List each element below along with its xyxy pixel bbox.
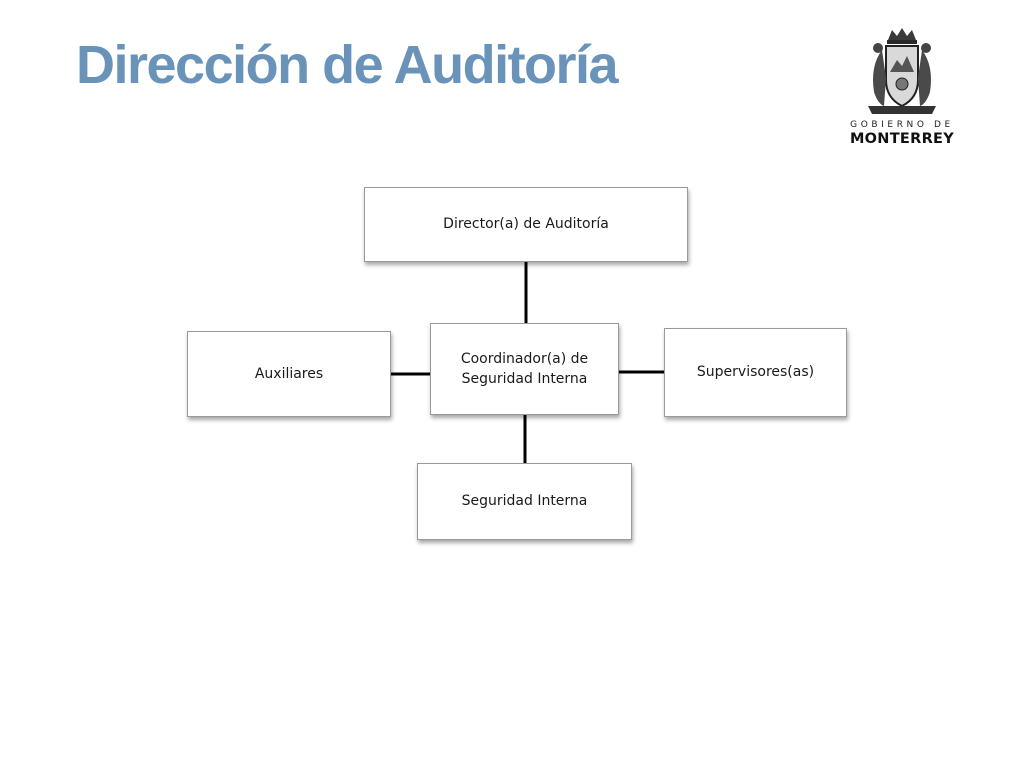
org-node-auxiliares: Auxiliares (187, 331, 391, 417)
org-node-label: Seguridad Interna (461, 493, 588, 510)
org-node-coordinador: Coordinador(a) de Seguridad Interna (430, 323, 619, 415)
gobierno-monterrey-logo: GOBIERNO DE MONTERREY (846, 26, 958, 148)
org-node-director: Director(a) de Auditoría (364, 187, 688, 262)
org-node-label: Director(a) de Auditoría (443, 216, 609, 233)
org-node-label: Supervisores(as) (696, 364, 815, 381)
logo-text-monterrey: MONTERREY (849, 131, 955, 147)
org-node-label: Coordinador(a) de Seguridad Interna (460, 350, 589, 387)
slide-title: Dirección de Auditoría (76, 35, 619, 95)
org-node-supervisores: Supervisores(as) (664, 328, 847, 417)
org-node-seguridad-interna: Seguridad Interna (417, 463, 632, 540)
logo-text-gobierno: GOBIERNO DE (850, 120, 954, 130)
coat-of-arms-icon (868, 28, 936, 114)
org-node-label: Auxiliares (254, 365, 324, 382)
